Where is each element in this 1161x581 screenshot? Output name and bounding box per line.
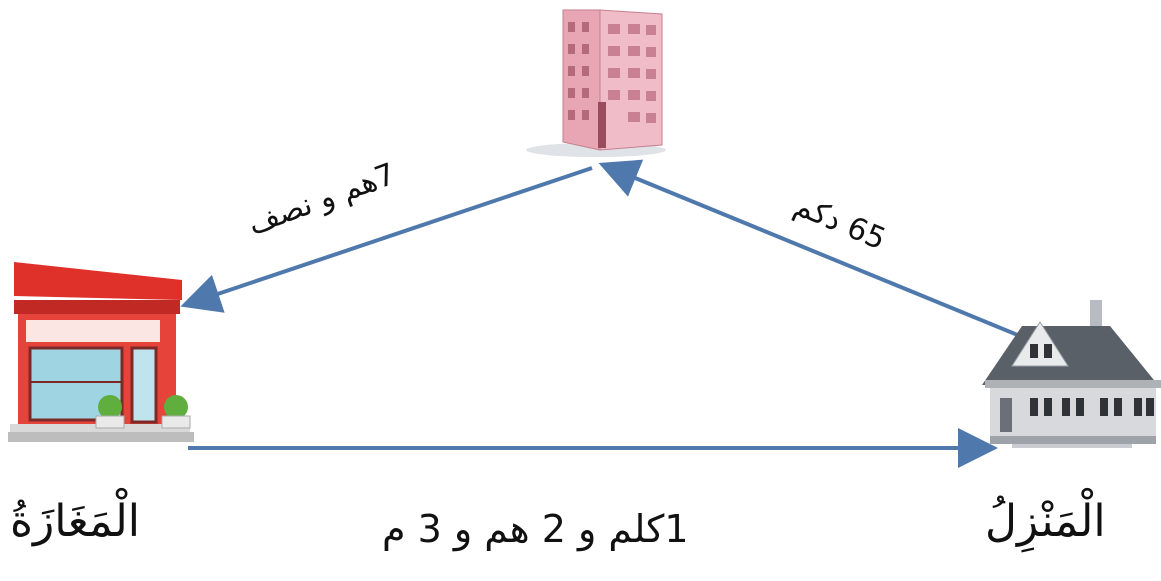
store-label: الْمَغَازَةُ bbox=[10, 496, 141, 547]
store-icon bbox=[8, 262, 194, 442]
house-icon bbox=[982, 300, 1161, 448]
building-icon bbox=[526, 9, 666, 157]
home-label: الْمَنْزِلُ bbox=[985, 496, 1106, 547]
arrow-home-to-building bbox=[598, 159, 1021, 338]
arrow-building-to-store bbox=[180, 166, 593, 313]
distance-store-home-label: 1كلم و 2 هم و 3 م bbox=[382, 507, 689, 551]
